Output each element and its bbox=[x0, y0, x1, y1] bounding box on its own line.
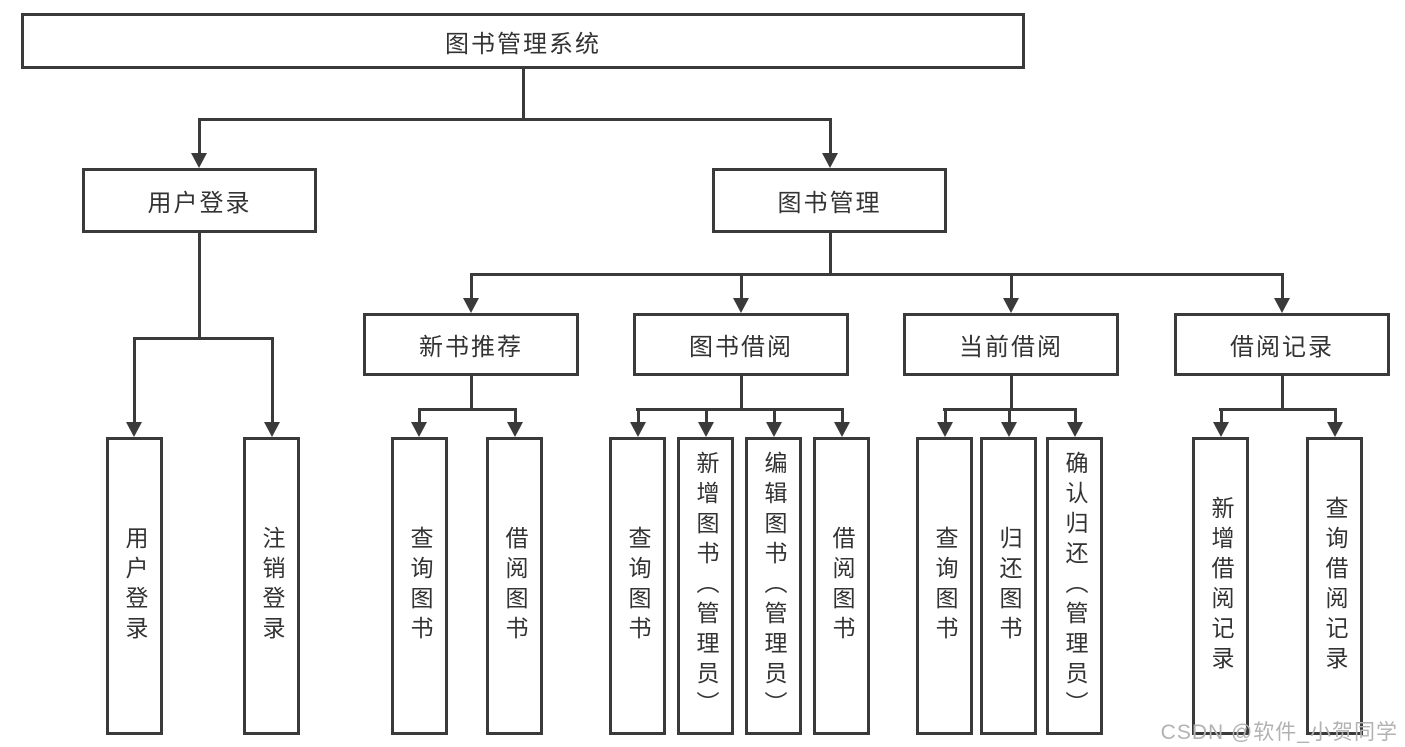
leaf-edit-book-admin: 编辑图书（管理员） bbox=[745, 437, 802, 735]
node-new-book-recommendation: 新书推荐 bbox=[363, 313, 579, 376]
connector-hline bbox=[1219, 408, 1337, 411]
connector-arrow bbox=[197, 118, 201, 153]
connector-vline bbox=[1009, 376, 1013, 411]
connector-arrow bbox=[704, 408, 708, 422]
connector-arrow bbox=[840, 408, 844, 422]
connector-vline bbox=[469, 376, 473, 411]
leaf-query-books-recommend: 查询图书 bbox=[391, 437, 448, 735]
leaf-query-books-borrowing: 查询图书 bbox=[609, 437, 666, 735]
connector-vline bbox=[739, 376, 743, 411]
node-book-management: 图书管理 bbox=[712, 168, 947, 233]
connector-arrow bbox=[1333, 408, 1337, 422]
connector-arrow bbox=[1280, 273, 1284, 298]
node-borrow-records: 借阅记录 bbox=[1174, 313, 1390, 376]
connector-hline bbox=[198, 118, 832, 121]
connector-hline bbox=[470, 273, 1284, 276]
node-library-management-system: 图书管理系统 bbox=[21, 13, 1025, 69]
connector-vline bbox=[828, 233, 832, 276]
connector-arrow bbox=[636, 408, 640, 422]
connector-arrow bbox=[132, 337, 136, 422]
connector-vline bbox=[1280, 376, 1284, 411]
leaf-borrow-books: 借阅图书 bbox=[813, 437, 870, 735]
connector-arrow bbox=[1219, 408, 1223, 422]
connector-arrow bbox=[739, 273, 743, 298]
connector-vline bbox=[521, 69, 525, 121]
leaf-user-login: 用户登录 bbox=[106, 437, 163, 735]
leaf-add-borrow-record: 新增借阅记录 bbox=[1192, 437, 1249, 735]
connector-arrow bbox=[828, 118, 832, 153]
connector-arrow bbox=[1073, 408, 1077, 422]
leaf-logout: 注销登录 bbox=[243, 437, 300, 735]
node-book-borrowing: 图书借阅 bbox=[633, 313, 849, 376]
leaf-add-book-admin: 新增图书（管理员） bbox=[677, 437, 734, 735]
connector-arrow bbox=[1007, 408, 1011, 422]
connector-arrow bbox=[513, 408, 517, 422]
connector-hline bbox=[133, 337, 274, 340]
connector-hline bbox=[636, 408, 844, 411]
connector-arrow bbox=[1009, 273, 1013, 298]
connector-arrow bbox=[772, 408, 776, 422]
connector-arrow bbox=[270, 337, 274, 422]
connector-arrow bbox=[943, 408, 947, 422]
leaf-borrow-books-recommend: 借阅图书 bbox=[486, 437, 543, 735]
connector-arrow bbox=[417, 408, 421, 422]
csdn-watermark: CSDN @软件_小贺同学 bbox=[1160, 721, 1398, 744]
leaf-return-books: 归还图书 bbox=[980, 437, 1037, 735]
connector-vline bbox=[197, 233, 201, 340]
leaf-query-borrow-record: 查询借阅记录 bbox=[1306, 437, 1363, 735]
node-current-borrowing: 当前借阅 bbox=[903, 313, 1119, 376]
connector-hline bbox=[418, 408, 516, 411]
leaf-query-books-current: 查询图书 bbox=[916, 437, 973, 735]
node-user-login: 用户登录 bbox=[82, 168, 317, 233]
leaf-confirm-return-admin: 确认归还（管理员） bbox=[1046, 437, 1103, 735]
connector-arrow bbox=[469, 273, 473, 298]
